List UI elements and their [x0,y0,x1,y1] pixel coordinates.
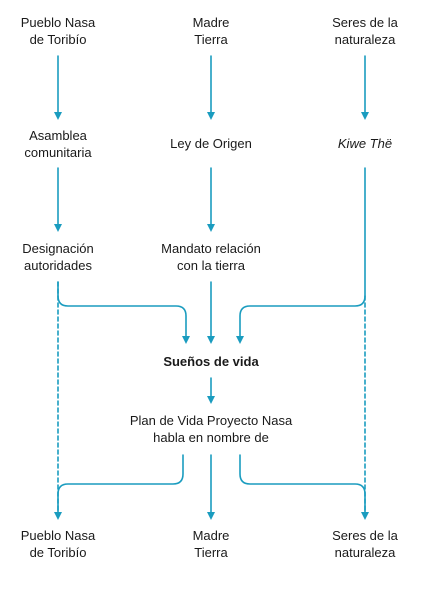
node-mandato: Mandato relación con la tierra [141,240,281,274]
node-suenos-line1: Sueños de vida [163,354,259,369]
node-bottom-left: Pueblo Nasa de Toribío [8,527,108,561]
node-bottom-center-line1: Madre [192,528,230,543]
node-bottom-left-line1: Pueblo Nasa [20,528,96,543]
node-asamblea-line1: Asamblea [29,128,87,143]
node-plan: Plan de Vida Proyecto Nasa habla en nomb… [101,412,321,446]
node-top-center-line2: Tierra [194,32,228,47]
node-suenos: Sueños de vida [131,353,291,370]
node-designacion-line1: Designación [22,241,94,256]
node-bottom-right: Seres de la naturaleza [315,527,415,561]
node-plan-line2: habla en nombre de [153,430,269,445]
node-top-left-line1: Pueblo Nasa [20,15,96,30]
node-ley-origen: Ley de Origen [151,135,271,152]
node-bottom-right-line2: naturaleza [334,545,396,560]
node-top-left: Pueblo Nasa de Toribío [8,14,108,48]
node-top-right-line1: Seres de la [332,15,398,30]
node-ley-origen-line1: Ley de Origen [170,136,252,151]
node-kiwe-line1: Kiwe Thë [337,136,393,151]
node-top-left-line2: de Toribío [29,32,87,47]
node-asamblea-line2: comunitaria [24,145,92,160]
node-bottom-right-line1: Seres de la [332,528,398,543]
node-mandato-line2: con la tierra [177,258,245,273]
node-designacion: Designación autoridades [8,240,108,274]
node-top-center: Madre Tierra [161,14,261,48]
node-top-center-line1: Madre [192,15,230,30]
node-top-right: Seres de la naturaleza [315,14,415,48]
node-kiwe: Kiwe Thë [315,135,415,152]
node-plan-line1: Plan de Vida Proyecto Nasa [129,413,293,428]
node-top-right-line2: naturaleza [334,32,396,47]
node-bottom-center-line2: Tierra [194,545,228,560]
node-asamblea: Asamblea comunitaria [8,127,108,161]
arrow-designacion-to-suenos [57,281,190,344]
arrow-plan-to-bottom-left [54,454,184,520]
node-mandato-line1: Mandato relación [161,241,261,256]
node-bottom-left-line2: de Toribío [29,545,87,560]
node-bottom-center: Madre Tierra [161,527,261,561]
node-designacion-line2: autoridades [24,258,92,273]
arrow-plan-to-bottom-right [239,454,369,520]
